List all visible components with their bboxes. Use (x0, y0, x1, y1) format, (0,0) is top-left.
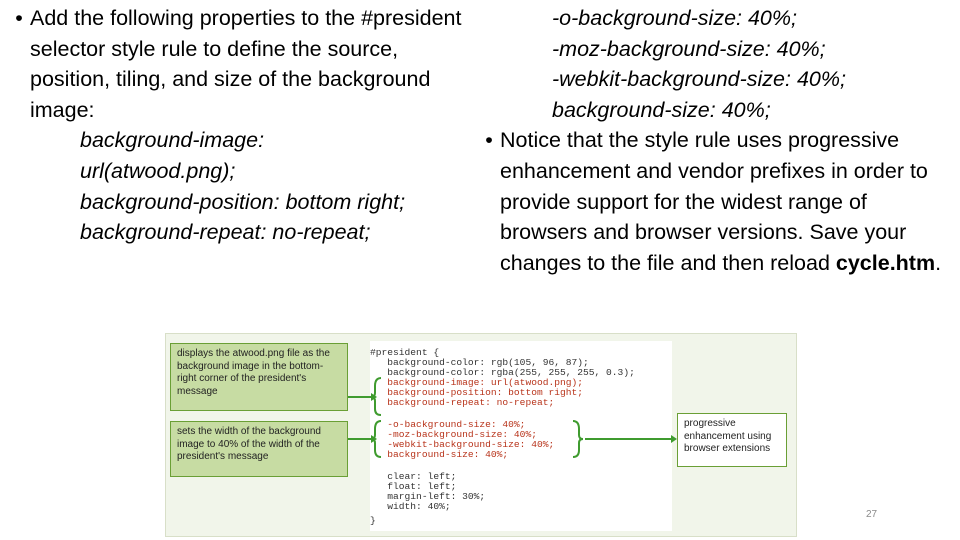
right-code-line-1: -o-background-size: 40%; (552, 6, 797, 30)
callout-background-image: displays the atwood.png file as the back… (170, 343, 348, 411)
code-line-13: clear: left; (370, 471, 457, 482)
right-bullet: • Notice that the style rule uses progre… (478, 125, 953, 278)
right-bullet-body: Notice that the style rule uses progress… (500, 128, 928, 275)
code-line-9: -moz-background-size: 40%; (370, 429, 537, 440)
bullet-icon: • (485, 128, 493, 153)
callout-background-size: sets the width of the background image t… (170, 421, 348, 477)
code-line-3: background-color: rgba(255, 255, 255, 0.… (370, 367, 635, 378)
left-code-line-3: background-position: bottom right; (80, 189, 406, 214)
arrow-3-head (671, 435, 677, 443)
left-code-line-1: background-image: (80, 128, 265, 153)
code-line-15: margin-left: 30%; (370, 491, 486, 502)
code-line-2: background-color: rgb(105, 96, 87); (370, 357, 589, 368)
right-column: -o-background-size: 40%; -moz-background… (478, 3, 953, 278)
code-line-5: background-position: bottom right; (370, 387, 584, 398)
brace-3 (572, 420, 584, 458)
left-bullet-text: Add the following properties to the #pre… (30, 6, 462, 122)
code-panel: #president { background-color: rgb(105, … (370, 341, 672, 531)
callout-progressive-enhancement: progressive enhancement using browser ex… (677, 413, 787, 467)
left-code-line-2: url(atwood.png); (80, 158, 236, 183)
arrow-2-head (371, 435, 377, 443)
code-line-16: width: 40%; (370, 501, 451, 512)
left-column: • Add the following properties to the #p… (8, 3, 478, 248)
code-line-10: -webkit-background-size: 40%; (370, 439, 555, 450)
code-line-6: background-repeat: no-repeat; (370, 397, 555, 408)
right-bullet-end: . (935, 250, 942, 275)
code-line-8: -o-background-size: 40%; (370, 419, 526, 430)
right-code-line-4: background-size: 40%; (552, 97, 771, 122)
code-line-11: background-size: 40%; (370, 449, 509, 460)
right-bullet-text: Notice that the style rule uses progress… (500, 125, 953, 278)
code-line-17: } (370, 515, 376, 526)
code-line-14: float: left; (370, 481, 457, 492)
left-bullet: • Add the following properties to the #p… (8, 3, 478, 125)
right-code-line-2: -moz-background-size: 40%; (552, 36, 826, 61)
annotation-arrows (348, 377, 677, 458)
code-line-1: #president { (370, 347, 440, 358)
arrow-1-head (371, 393, 377, 401)
right-code-line-3: -webkit-background-size: 40%; (552, 67, 846, 92)
code-figure: #president { background-color: rgb(105, … (165, 333, 797, 537)
code-line-4: background-image: url(atwood.png); (370, 377, 584, 388)
slide-number: 27 (866, 509, 878, 520)
bullet-icon: • (15, 6, 23, 30)
left-code-line-4: background-repeat: no-repeat; (80, 220, 371, 245)
filename-bold: cycle.htm (835, 250, 936, 275)
